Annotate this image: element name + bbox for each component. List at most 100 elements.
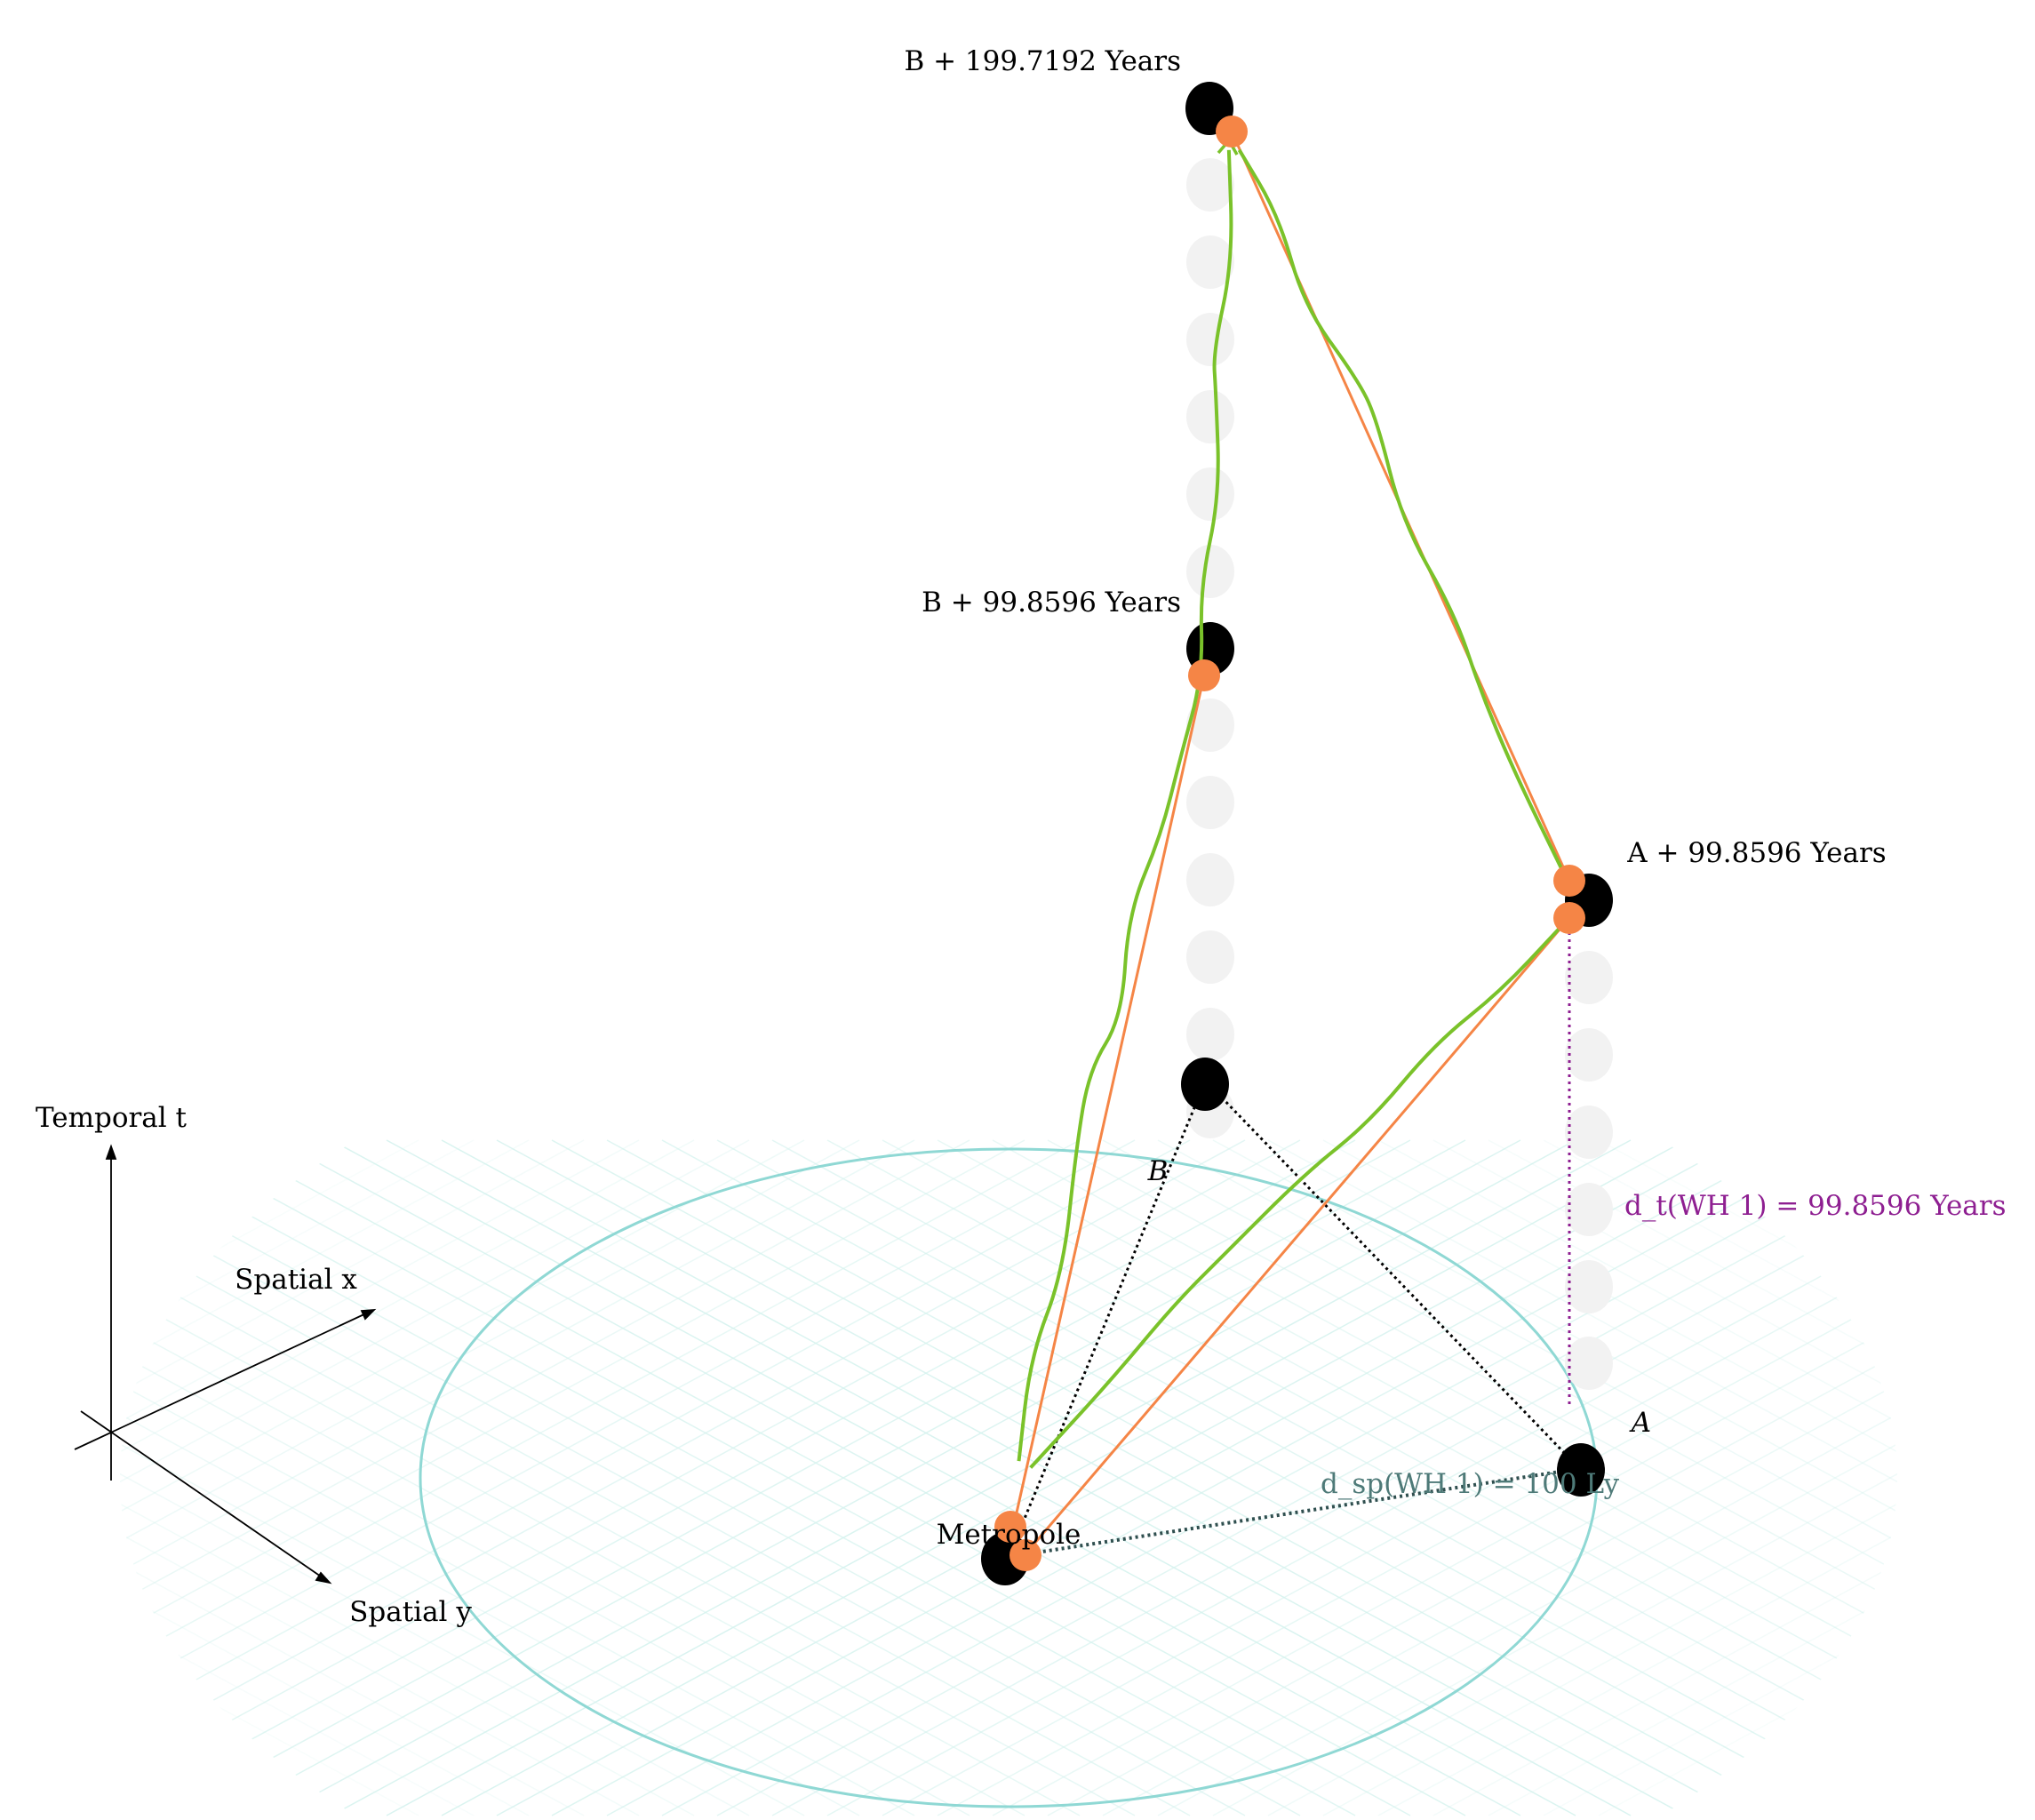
ghost-dot	[1186, 467, 1234, 521]
grid-line	[120, 1139, 530, 1816]
grid-line	[1432, 1139, 1897, 1816]
b-plus-label: B + 99.8596 Years	[922, 587, 1181, 619]
grid-line	[165, 1139, 1411, 1816]
ghost-dot	[1186, 390, 1234, 443]
actual-path	[1237, 148, 1565, 873]
grid-line	[120, 1139, 585, 1816]
grid-line	[120, 1139, 530, 1816]
spatial-y-axis	[80, 1410, 324, 1579]
grid-line	[120, 1139, 750, 1816]
spatial-grid	[120, 1139, 1897, 1816]
traveler-dot	[994, 1511, 1026, 1543]
ghost-dot	[1186, 776, 1234, 829]
ghost-dot	[1565, 1028, 1613, 1082]
grid-line	[882, 1139, 1897, 1816]
grid-line	[1322, 1139, 1897, 1816]
grid-line	[120, 1139, 1025, 1816]
grid-line	[120, 1139, 1081, 1816]
grid-line	[120, 1139, 860, 1816]
grid-line	[120, 1139, 1081, 1816]
a-label: A	[1629, 1407, 1651, 1439]
ghost-dot	[1565, 1183, 1613, 1236]
grid-line	[120, 1139, 750, 1816]
grid-line	[496, 1139, 1742, 1816]
ghost-dot	[1186, 853, 1234, 906]
grid-line	[120, 1139, 1301, 1816]
grid-line	[120, 1139, 419, 1816]
grid-line	[120, 1139, 970, 1816]
grid-line	[1432, 1139, 1897, 1816]
temporal-axis-label: Temporal t	[36, 1102, 188, 1134]
grid-line	[1157, 1139, 1897, 1816]
ghost-dot	[1186, 698, 1234, 752]
spatial-x-axis	[74, 1312, 369, 1450]
spatial-links	[1011, 1091, 1575, 1555]
grid-line	[120, 1139, 475, 1816]
grid-line	[1157, 1139, 1897, 1816]
grid-line	[120, 1139, 860, 1816]
ghost-dot	[1186, 930, 1234, 984]
ghost-dot	[1186, 313, 1234, 366]
spatial-y-arrow-icon	[315, 1571, 332, 1585]
grid-line	[120, 1139, 970, 1816]
metropole-label: Metropole	[937, 1519, 1081, 1551]
grid-line	[120, 1139, 1356, 1816]
grid-line	[1488, 1139, 1897, 1816]
worldline-ghosts	[1186, 158, 1613, 1390]
traveler-dot	[1553, 865, 1585, 897]
grid-line	[386, 1139, 1632, 1816]
a-plus-label: A + 99.8596 Years	[1626, 837, 1886, 869]
grid-line	[1102, 1139, 1897, 1816]
b-plus2-label: B + 199.7192 Years	[904, 45, 1181, 77]
grid-line	[1377, 1139, 1897, 1816]
link-b-a	[1216, 1091, 1575, 1464]
node-b	[1181, 1058, 1229, 1111]
grid-line	[1212, 1139, 1897, 1816]
grid-line	[120, 1139, 1136, 1816]
grid-line	[1543, 1139, 1897, 1816]
traveler-dot	[1216, 116, 1248, 148]
grid-line	[992, 1139, 1897, 1816]
ghost-dot	[1565, 951, 1613, 1004]
ghost-dot	[1186, 158, 1234, 212]
grid-line	[1543, 1139, 1897, 1816]
grid-line	[1377, 1139, 1897, 1816]
grid-line	[275, 1139, 1521, 1816]
grid-line	[1322, 1139, 1897, 1816]
actual-path	[1029, 927, 1560, 1469]
grid-line	[1102, 1139, 1897, 1816]
ghost-dot	[1186, 1008, 1234, 1061]
grid-line	[1267, 1139, 1897, 1816]
nodes	[981, 82, 1613, 1585]
grid-line	[120, 1139, 640, 1816]
grid-line	[716, 1139, 1897, 1816]
grid-line	[120, 1139, 805, 1816]
grid-line	[120, 1139, 419, 1816]
traveler-dot	[1188, 659, 1220, 691]
ideal-path-1	[1011, 675, 1206, 1529]
temporal-distance-label: d_t(WH 1) = 99.8596 Years	[1624, 1190, 2007, 1222]
grid-line	[120, 1139, 695, 1816]
grid-line	[1267, 1139, 1897, 1816]
grid-line	[120, 1139, 585, 1816]
spatial-x-label: Spatial x	[235, 1264, 357, 1296]
grid-line	[331, 1139, 1576, 1816]
b-label: B	[1147, 1155, 1169, 1187]
grid-line	[120, 1139, 805, 1816]
link-metropole-b	[1011, 1094, 1201, 1547]
spatial-x-arrow-icon	[360, 1308, 377, 1321]
grid-line	[120, 1139, 915, 1816]
axes	[74, 1144, 377, 1585]
grid-line	[606, 1139, 1852, 1816]
travelers	[994, 116, 1585, 1571]
grid-line	[1047, 1139, 1897, 1816]
temporal-arrow-icon	[105, 1144, 117, 1160]
grid-line	[120, 1139, 640, 1816]
traveler-dot	[1553, 902, 1585, 934]
grid-line	[120, 1139, 475, 1816]
grid-line	[551, 1139, 1797, 1816]
node-a	[1557, 1443, 1605, 1497]
ghost-dot	[1186, 235, 1234, 289]
ghost-dot	[1565, 1106, 1613, 1159]
